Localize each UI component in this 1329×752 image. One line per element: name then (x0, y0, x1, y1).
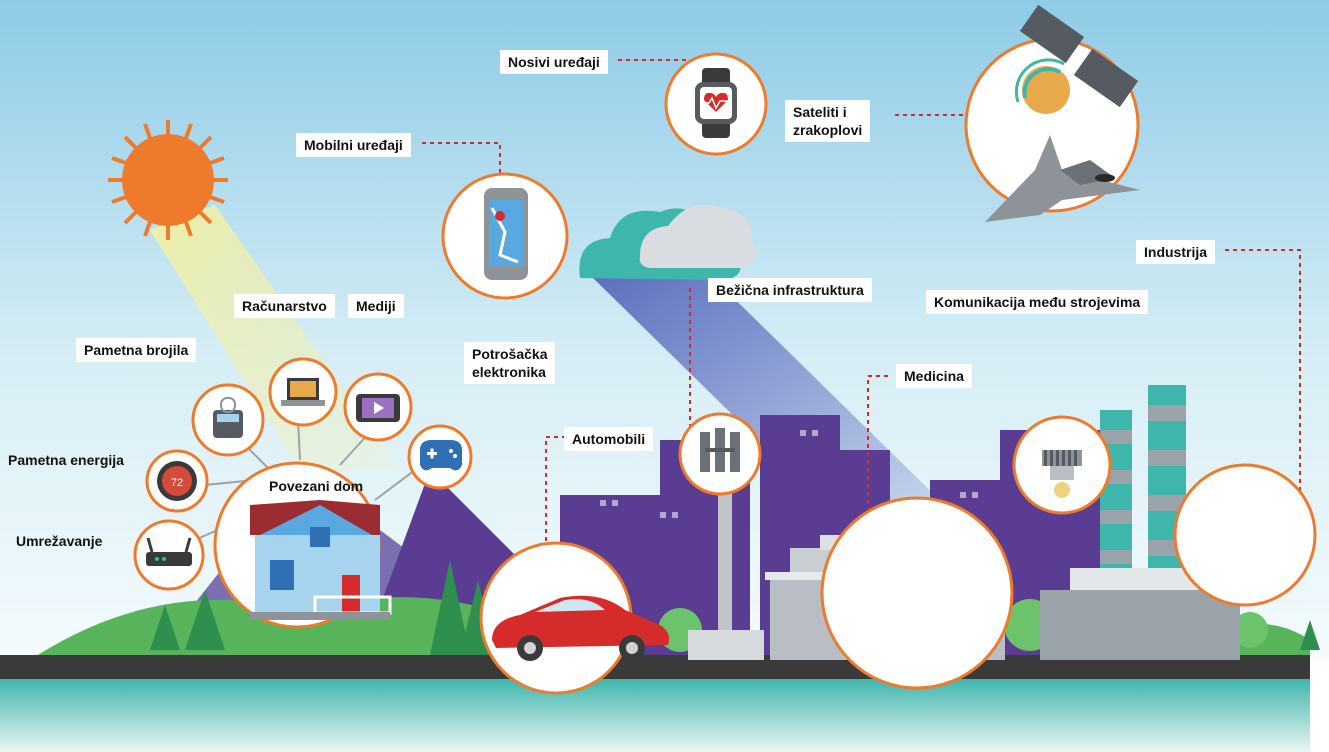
jet-icon (985, 135, 1140, 222)
label-cars: Automobili (564, 427, 654, 451)
label-wireless: Bežična infrastruktura (708, 278, 872, 302)
label-consumer-line2: elektronika (472, 364, 546, 380)
media-player-icon (356, 394, 400, 422)
label-medicine: Medicina (896, 364, 972, 388)
label-m2m: Komunikacija među strojevima (926, 290, 1149, 314)
label-mobile: Mobilni uređaji (296, 133, 411, 157)
label-networking: Umrežavanje (16, 533, 103, 549)
label-satellites-line1: Sateliti i (793, 104, 847, 120)
thermostat-icon (157, 461, 197, 501)
label-industry: Industrija (1136, 240, 1216, 264)
router-icon (146, 537, 192, 566)
cell-tower (688, 470, 764, 660)
sun-icon (108, 120, 228, 240)
sun-beam (150, 205, 400, 470)
laptop-icon (281, 378, 325, 406)
label-smart-energy: Pametna energija (8, 452, 124, 468)
smart-meter-icon (213, 397, 243, 438)
cloud-icon (579, 204, 756, 280)
car-icon (492, 595, 669, 661)
gamepad-icon (420, 440, 462, 471)
satellite-icon (1014, 4, 1139, 114)
skyline-windows (600, 430, 978, 518)
thermostat-reading: 72 (171, 477, 183, 489)
antenna-icon (700, 428, 740, 472)
smartphone-icon (484, 188, 528, 280)
label-satellites-line2: zrakoplovi (793, 122, 863, 138)
label-consumer-electronics: Potrošačka elektronika (464, 342, 556, 384)
label-wearables: Nosivi uređaji (500, 50, 608, 74)
house-icon (250, 500, 392, 620)
label-smart-meters: Pametna brojila (76, 338, 197, 362)
smartwatch-icon (695, 68, 737, 138)
label-satellites: Sateliti i zrakoplovi (785, 100, 871, 142)
road-reflection (0, 679, 1310, 752)
label-connected-home: Povezani dom (269, 478, 364, 494)
label-computing: Računarstvo (234, 294, 335, 318)
sensor-icon (1042, 450, 1082, 498)
device-bubbles (133, 37, 1317, 695)
label-consumer-line1: Potrošačka (472, 346, 548, 362)
label-media: Mediji (348, 294, 404, 318)
